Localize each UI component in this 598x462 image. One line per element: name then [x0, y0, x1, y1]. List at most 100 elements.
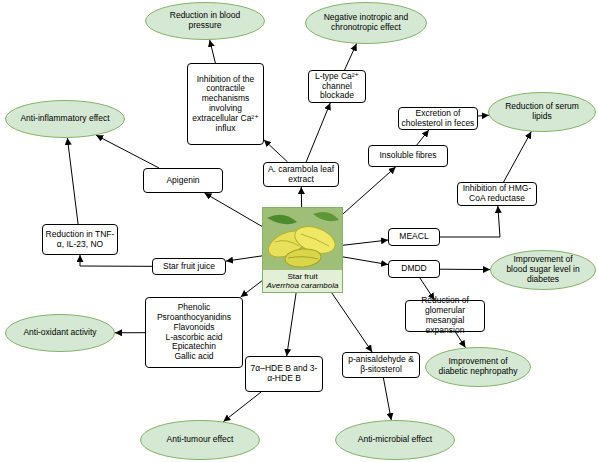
effect-ellipse: Anti-oxidant activity [5, 314, 115, 352]
process-box: Inhibition of the contractile mechanisms… [187, 63, 264, 145]
arrow-connector [226, 256, 262, 261]
arrow-connector [417, 130, 429, 145]
ellipse-shape [146, 3, 265, 40]
node-text: Star fruit [287, 272, 317, 281]
process-box: Star fruit juice [152, 258, 226, 275]
arrow-connector [204, 193, 262, 226]
text-stack: Inhibition of the contractile mechanisms… [190, 75, 261, 134]
arrow-connector [115, 332, 145, 333]
arrow-connector [301, 187, 302, 207]
node-text: DMDD [401, 264, 427, 274]
node-text: Inhibition of the contractile mechanisms… [190, 75, 261, 134]
text-stack: Excretion of cholesterol in feces [401, 109, 475, 129]
process-box: DMDD [388, 260, 440, 278]
ellipse-shape [306, 3, 427, 44]
node-text: Reduction of glomerular mesangial expans… [408, 296, 482, 335]
leaf-shape [313, 212, 339, 221]
node-text: Improvement of diabetic nephropathy [437, 357, 519, 377]
node-text: Epicatechin [172, 342, 216, 352]
ellipse-shape [489, 93, 596, 132]
node-text: Flavonoids [173, 323, 214, 333]
node-text: Apigenin [166, 176, 199, 186]
process-box: A. carambola leaf extract [263, 162, 339, 187]
text-stack: Star fruitAverrhoa carambola [267, 272, 339, 290]
leaf-shape [267, 215, 297, 224]
arrow-connector [306, 103, 330, 162]
node-text: Improvement of blood sugar level in diab… [502, 255, 584, 284]
ellipse-shape [141, 421, 260, 460]
arrow-connector [343, 240, 388, 245]
arrow-connector [241, 281, 262, 297]
node-text: Excretion of cholesterol in feces [401, 109, 475, 129]
text-stack: Reduction in blood pressure [157, 11, 253, 31]
arrow-connector [223, 392, 261, 422]
effect-ellipse: Anti-tumour effect [140, 420, 260, 460]
process-box: Reduction of glomerular mesangial expans… [405, 300, 485, 332]
ellipse-shape [6, 315, 115, 352]
process-box: Reduction in TNF-α, IL-23, NO [42, 224, 118, 255]
process-box: Inhibition of HMG-CoA reductase [457, 182, 537, 206]
node-text: Anti-oxidant activity [23, 328, 96, 338]
node-text: Reduction in blood pressure [157, 11, 253, 31]
arrow-connector [383, 378, 391, 420]
ellipse-shape [336, 421, 455, 460]
node-text: Averrhoa carambola [267, 281, 339, 290]
node-text: p-anisaldehyde & β-sitosterol [345, 355, 417, 375]
arrow-connector [440, 206, 500, 237]
process-box: Apigenin [143, 168, 223, 193]
process-box: L-type Ca²⁺ channel blockade [308, 70, 366, 103]
text-stack: Anti-oxidant activity [23, 328, 96, 338]
photo-backdrop [263, 208, 342, 270]
process-box: Insoluble fibres [368, 145, 448, 167]
node-text: Phenolic [178, 303, 211, 313]
node-text: L-ascorbic acid [165, 333, 222, 343]
arrow-connector [96, 135, 159, 168]
effect-ellipse: Improvement of blood sugar level in diab… [490, 250, 596, 290]
effect-ellipse: Anti-microbial effect [335, 420, 455, 460]
effect-ellipse: Anti-inflammatory effect [5, 100, 125, 138]
ellipse-shape [426, 348, 531, 387]
node-text: L-type Ca²⁺ channel blockade [311, 72, 363, 101]
node-text: A. carambola leaf extract [266, 165, 336, 185]
text-stack: Anti-tumour effect [167, 435, 234, 445]
text-stack: Reduction of serum lipids [500, 102, 584, 122]
arrow-connector [345, 44, 357, 70]
text-stack: PhenolicPsroanthocyanidinsFlavonoidsL-as… [157, 303, 231, 362]
node-text: Insoluble fibres [379, 151, 436, 161]
effect-ellipse: Negative inotropic and chronotropic effe… [305, 2, 427, 44]
text-stack: Improvement of blood sugar level in diab… [502, 255, 584, 284]
text-stack: Apigenin [166, 176, 199, 186]
text-stack: MEACL [399, 232, 428, 242]
node-text: MEACL [399, 232, 428, 242]
ellipse-shape [6, 101, 125, 138]
node-text: Negative inotropic and chronotropic effe… [317, 13, 415, 33]
fruit-rib [301, 234, 329, 246]
text-stack: L-type Ca²⁺ channel blockade [311, 72, 363, 101]
arrow-connector [343, 257, 388, 265]
process-box: 7α–HDE B and 3-α-HDE B [245, 356, 323, 392]
text-stack: p-anisaldehyde & β-sitosterol [345, 355, 417, 375]
process-box: p-anisaldehyde & β-sitosterol [342, 352, 420, 378]
text-stack: Anti-microbial effect [358, 435, 432, 445]
text-stack: Insoluble fibres [379, 151, 436, 161]
text-stack: Reduction in TNF-α, IL-23, NO [45, 230, 115, 250]
arrow-connector [287, 293, 296, 356]
process-box: MEACL [388, 228, 440, 246]
arrow-connector [264, 140, 288, 162]
source-picture-box: Star fruitAverrhoa carambola [262, 207, 343, 293]
arrow-connector [210, 40, 216, 63]
process-box: Excretion of cholesterol in feces [398, 107, 478, 130]
text-stack: Star fruit juice [163, 262, 215, 272]
effect-ellipse: Reduction in blood pressure [145, 2, 265, 40]
fruit-rib [275, 241, 299, 246]
node-text: Inhibition of HMG-CoA reductase [460, 184, 534, 204]
node-text: Anti-tumour effect [167, 435, 234, 445]
node-text: Reduction in TNF-α, IL-23, NO [45, 230, 115, 250]
arrow-connector [80, 255, 152, 266]
text-stack: DMDD [401, 264, 427, 274]
fruit-rib [288, 257, 318, 259]
node-text: Psroanthocyanidins [157, 313, 231, 323]
arrow-connector [343, 167, 396, 214]
